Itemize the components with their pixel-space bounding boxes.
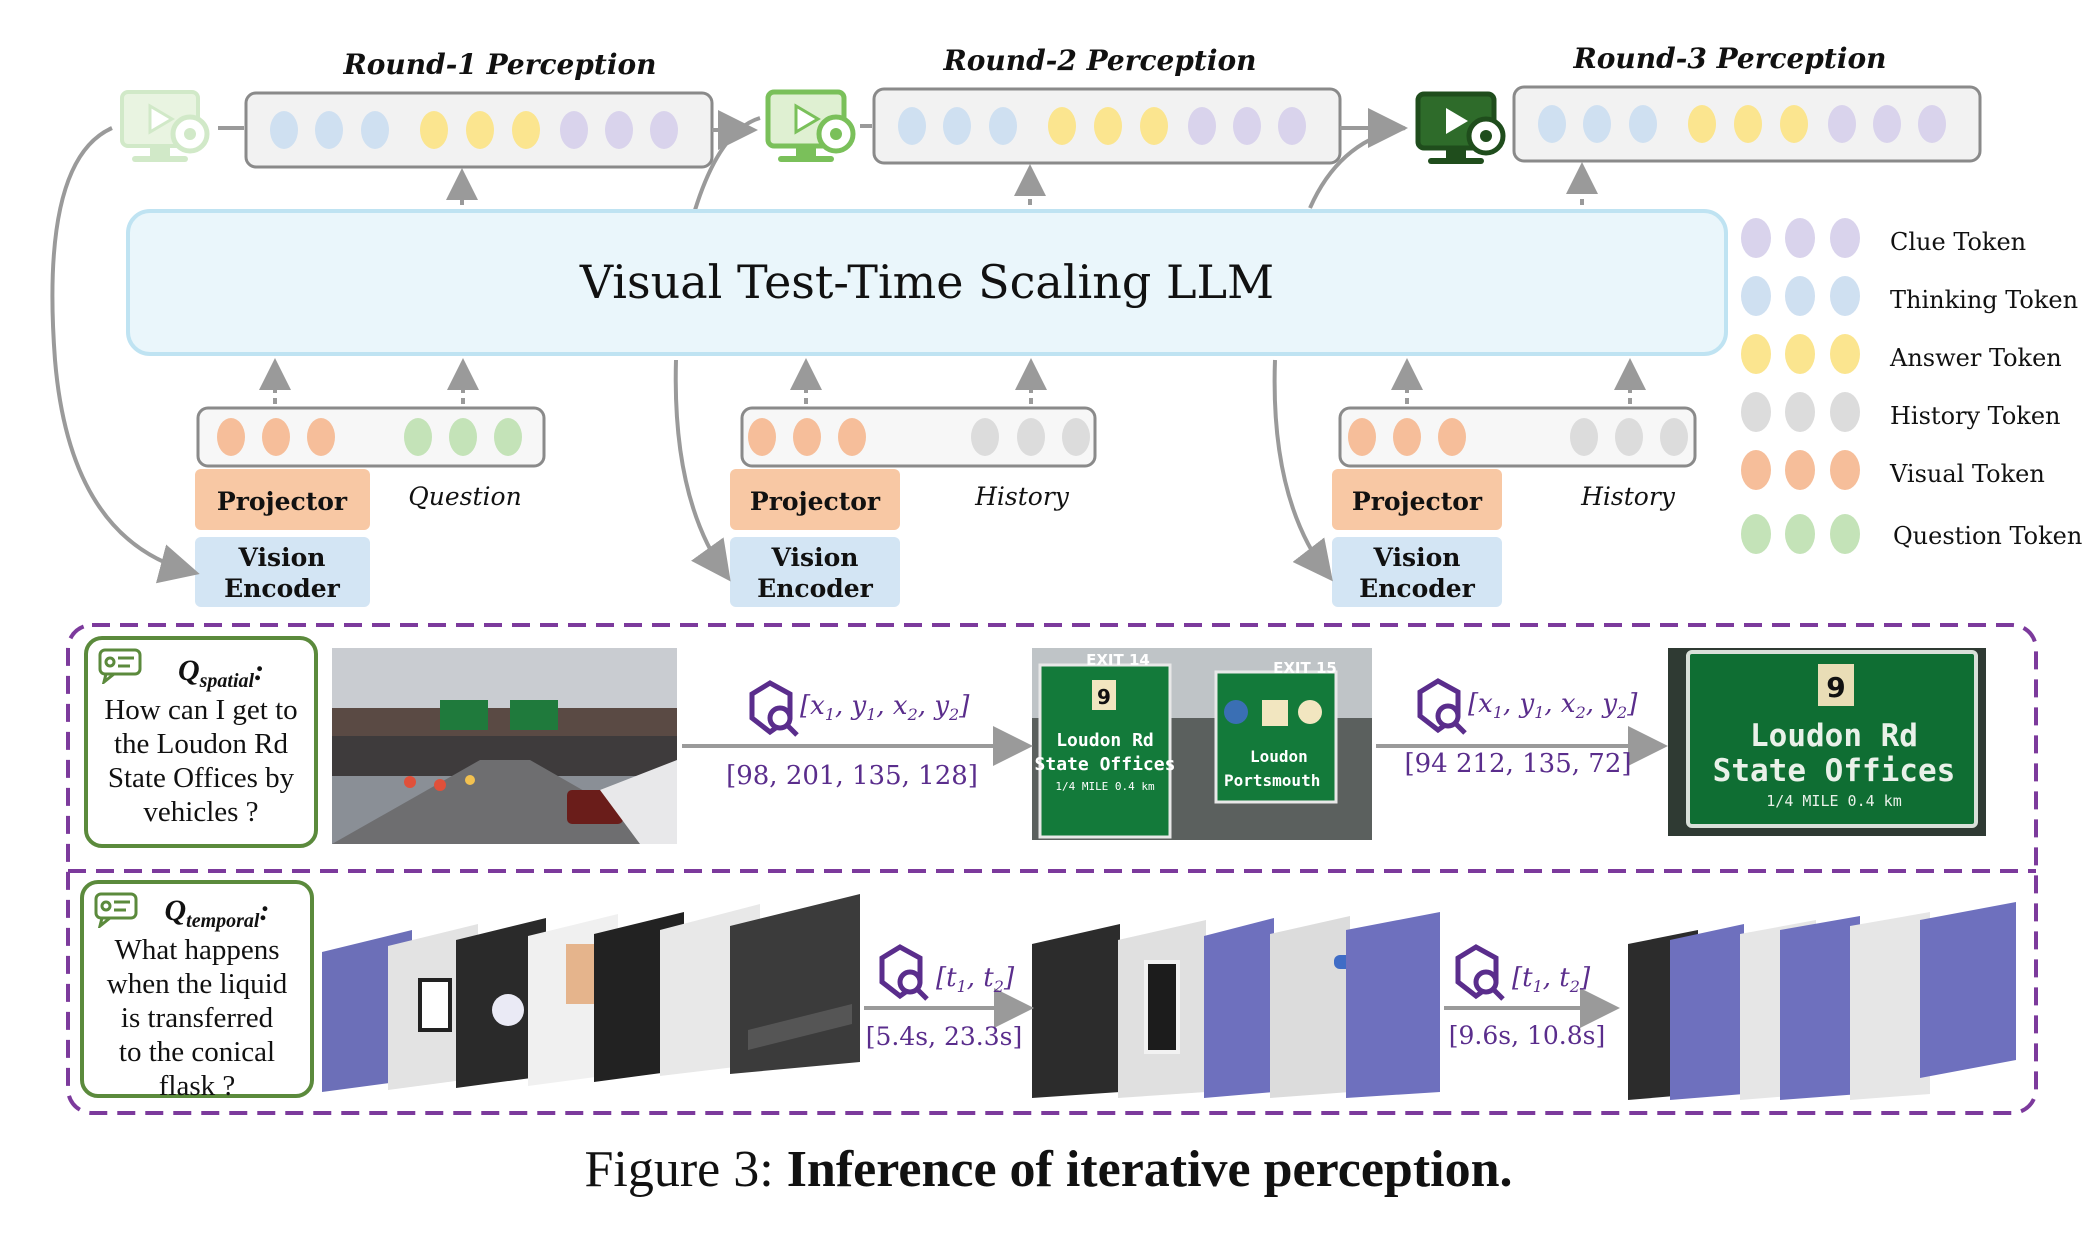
spatial-question-line-2: the Loudon Rd bbox=[114, 728, 288, 760]
video-frames-stack-2 bbox=[1032, 912, 1440, 1098]
monitor-icon-round-3 bbox=[1415, 91, 1506, 164]
caption-prefix: Figure 3: bbox=[584, 1141, 787, 1198]
svg-text:Thinking Token: Thinking Token bbox=[1890, 286, 2078, 314]
monitor-icon-round-2 bbox=[765, 89, 856, 162]
spatial-question-line-1: How can I get to bbox=[104, 694, 298, 726]
projector-round-3: Projector bbox=[1332, 469, 1502, 530]
round-1-input-label: Question bbox=[408, 482, 521, 511]
input-tokens-round-1 bbox=[196, 406, 546, 468]
svg-text:Vision: Vision bbox=[238, 543, 326, 572]
input-tokens-round-2 bbox=[740, 406, 1097, 468]
temporal-question-box: Qtemporal: What happens when the liquid … bbox=[80, 880, 314, 1102]
spatial-step1-coords: [98, 201, 135, 128] bbox=[726, 761, 978, 791]
temporal-question-label: Qtemporal: bbox=[164, 894, 270, 932]
svg-text:1/4 MILE 0.4 km: 1/4 MILE 0.4 km bbox=[1055, 780, 1155, 793]
spatial-question-line-4: vehicles ? bbox=[143, 796, 259, 828]
round-2-title: Round-2 Perception bbox=[942, 44, 1256, 77]
svg-text:Encoder: Encoder bbox=[757, 574, 874, 603]
projector-round-1: Projector bbox=[195, 469, 370, 530]
chat-icon bbox=[94, 892, 140, 930]
spatial-box-vars-1: [x1, y1, x2, y2] bbox=[800, 691, 970, 724]
round-3-title: Round-3 Perception bbox=[1572, 42, 1886, 75]
svg-text:Encoder: Encoder bbox=[1359, 574, 1476, 603]
round-1-title: Round-1 Perception bbox=[342, 48, 656, 81]
svg-text:Question Token: Question Token bbox=[1893, 522, 2082, 550]
spatial-question-box: Qspatial: How can I get to the Loudon Rd… bbox=[84, 636, 318, 848]
legend-history-token: History Token bbox=[1741, 392, 2060, 432]
spatial-question-line-3: State Offices by bbox=[107, 762, 295, 794]
svg-text:Loudon: Loudon bbox=[1250, 747, 1308, 766]
svg-text:9: 9 bbox=[1097, 685, 1111, 709]
chat-icon bbox=[98, 648, 144, 686]
spatial-box-vars-2: [x1, y1, x2, y2] bbox=[1468, 689, 1638, 722]
legend-answer-token: Answer Token bbox=[1741, 334, 2062, 374]
temporal-question-line-2: when the liquid bbox=[106, 968, 288, 1000]
svg-text:1/4 MILE 0.4 km: 1/4 MILE 0.4 km bbox=[1766, 792, 1901, 810]
temporal-step2-times: [9.6s, 10.8s] bbox=[1449, 1021, 1605, 1050]
svg-text:Portsmouth: Portsmouth bbox=[1224, 771, 1320, 790]
legend-question-token: Question Token bbox=[1741, 514, 2082, 554]
crop-tool-icon bbox=[1417, 678, 1467, 735]
sign-closeup-image: 9 Loudon Rd State Offices 1/4 MILE 0.4 k… bbox=[1668, 648, 1986, 836]
temporal-question-line-3: is transferred bbox=[120, 1002, 274, 1034]
svg-text:Vision: Vision bbox=[771, 543, 859, 572]
temporal-time-vars-1: [t1, t2] bbox=[936, 963, 1015, 996]
projector-round-2: Projector bbox=[730, 469, 900, 530]
llm-label: Visual Test-Time Scaling LLM bbox=[579, 255, 1274, 309]
video-frames-stack-1 bbox=[322, 894, 860, 1092]
temporal-question-line-1: What happens bbox=[114, 934, 280, 966]
output-tokens-round-2 bbox=[872, 87, 1342, 165]
svg-text:EXIT 14: EXIT 14 bbox=[1086, 651, 1150, 669]
output-tokens-round-1 bbox=[244, 91, 714, 169]
legend-visual-token: Visual Token bbox=[1741, 450, 2045, 490]
spatial-step2-coords: [94 212, 135, 72] bbox=[1404, 749, 1631, 779]
svg-text:State Offices: State Offices bbox=[1713, 753, 1956, 789]
svg-text:Loudon Rd: Loudon Rd bbox=[1750, 718, 1918, 754]
svg-text:Projector: Projector bbox=[1352, 487, 1483, 516]
round-2-input-label: History bbox=[974, 482, 1070, 511]
caption-title: Inference of iterative perception. bbox=[786, 1141, 1513, 1198]
svg-text:Projector: Projector bbox=[750, 487, 881, 516]
svg-text:Vision: Vision bbox=[1373, 543, 1461, 572]
video-frames-stack-3 bbox=[1628, 902, 2016, 1100]
examples-panel bbox=[66, 623, 2038, 1115]
svg-text:EXIT 15: EXIT 15 bbox=[1273, 659, 1337, 677]
temporal-step1-times: [5.4s, 23.3s] bbox=[866, 1022, 1022, 1051]
svg-text:Loudon Rd: Loudon Rd bbox=[1056, 730, 1154, 751]
svg-text:9: 9 bbox=[1826, 671, 1845, 704]
svg-text:State Offices: State Offices bbox=[1035, 754, 1176, 775]
temporal-question-line-5: flask ? bbox=[158, 1070, 236, 1102]
highway-sign-crop-image: EXIT 14 EXIT 15 9 Loudon Rd State Office… bbox=[1032, 648, 1372, 840]
svg-text:Answer Token: Answer Token bbox=[1889, 344, 2062, 372]
vision-encoder-round-2: Vision Encoder bbox=[730, 537, 900, 607]
legend-clue-token: Clue Token bbox=[1741, 218, 2026, 258]
crop-tool-icon bbox=[1455, 944, 1505, 1001]
vision-encoder-round-1: Vision Encoder bbox=[195, 537, 370, 607]
svg-text:Clue Token: Clue Token bbox=[1890, 228, 2026, 256]
crop-tool-icon bbox=[879, 944, 929, 1001]
figure-caption: Figure 3: Inference of iterative percept… bbox=[0, 1140, 2097, 1199]
round-3-input-label: History bbox=[1580, 482, 1676, 511]
temporal-time-vars-2: [t1, t2] bbox=[1512, 963, 1591, 996]
legend-thinking-token: Thinking Token bbox=[1741, 276, 2078, 316]
svg-text:Encoder: Encoder bbox=[224, 574, 341, 603]
monitor-icon-round-1 bbox=[120, 90, 210, 162]
crop-tool-icon bbox=[749, 680, 799, 737]
input-tokens-round-3 bbox=[1338, 406, 1697, 468]
svg-text:History Token: History Token bbox=[1890, 402, 2060, 430]
svg-text:Visual Token: Visual Token bbox=[1889, 460, 2045, 488]
vision-encoder-round-3: Vision Encoder bbox=[1332, 537, 1502, 607]
spatial-question-label: Qspatial: bbox=[177, 654, 265, 692]
svg-text:Projector: Projector bbox=[217, 487, 348, 516]
temporal-question-line-4: to the conical bbox=[118, 1036, 276, 1068]
llm-block bbox=[126, 209, 1728, 356]
output-tokens-round-3 bbox=[1512, 85, 1982, 163]
highway-scene-image bbox=[332, 648, 677, 844]
legend: Clue Token Thinking Token Answer Token H… bbox=[1741, 218, 2082, 554]
